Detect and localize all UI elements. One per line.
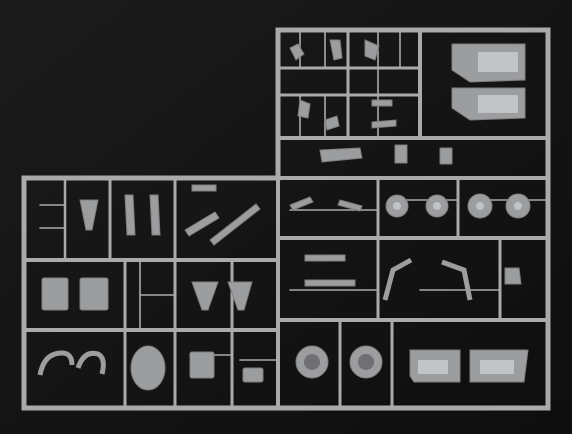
- curved-part-left: [37, 350, 75, 376]
- parts-left-block: [37, 184, 264, 391]
- panel-right: [79, 277, 109, 311]
- cone-part-left: [191, 281, 219, 311]
- panel-left: [41, 277, 69, 311]
- cone-part-right: [227, 281, 253, 311]
- gear-arm-right: [441, 259, 473, 301]
- sprue-frame: [21, 27, 551, 411]
- oval-cover: [130, 345, 166, 391]
- parts-right-block: [289, 193, 531, 383]
- gear-arm-left: [382, 257, 413, 301]
- curved-part-right: [75, 350, 106, 375]
- parts-upper-block: [289, 39, 526, 165]
